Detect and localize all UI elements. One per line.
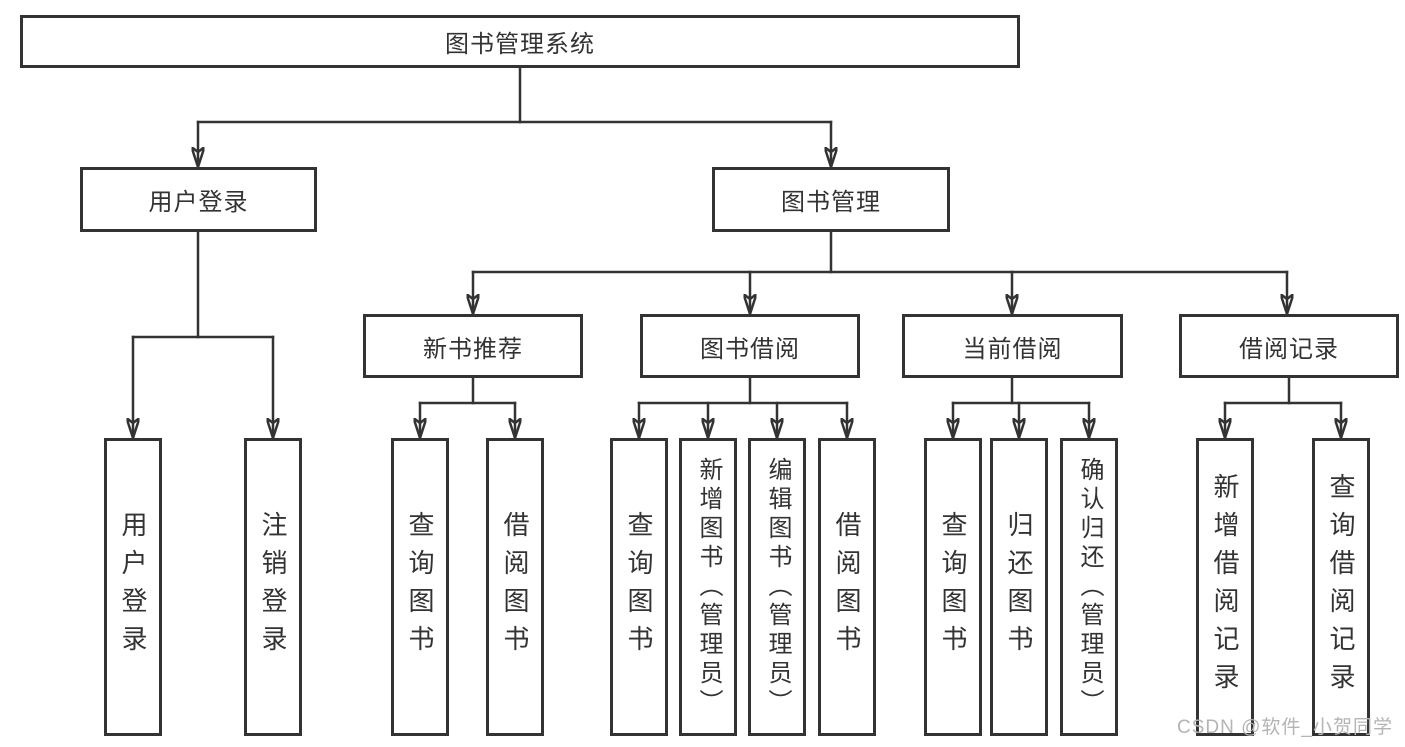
node-root: 图书管理系统: [20, 15, 1020, 68]
leaf-current-query-book: 查询图书: [924, 438, 982, 736]
node-borrowing-records: 借阅记录: [1179, 314, 1399, 378]
leaf-edit-book-admin: 编辑图书（管理员）: [748, 438, 806, 736]
leaf-add-borrow-record: 新增借阅记录: [1196, 438, 1254, 736]
leaf-borrow-query-book: 查询图书: [610, 438, 668, 736]
node-new-book-recommendation: 新书推荐: [363, 314, 583, 378]
leaf-logout: 注销登录: [244, 438, 302, 736]
leaf-borrow-book: 借阅图书: [818, 438, 876, 736]
leaf-add-book-admin: 新增图书（管理员）: [679, 438, 737, 736]
leaf-recommend-query-book: 查询图书: [391, 438, 449, 736]
leaf-user-login: 用户登录: [104, 438, 162, 736]
leaf-query-borrow-record: 查询借阅记录: [1312, 438, 1370, 736]
leaf-return-book: 归还图书: [990, 438, 1048, 736]
node-user-login: 用户登录: [80, 167, 317, 232]
leaf-recommend-borrow-book: 借阅图书: [486, 438, 544, 736]
leaf-confirm-return-admin: 确认归还（管理员）: [1060, 438, 1118, 736]
node-book-borrowing: 图书借阅: [640, 314, 860, 378]
node-current-borrowing: 当前借阅: [902, 314, 1123, 378]
node-book-management: 图书管理: [712, 167, 950, 232]
csdn-watermark: CSDN @软件_小贺同学: [1177, 717, 1393, 738]
